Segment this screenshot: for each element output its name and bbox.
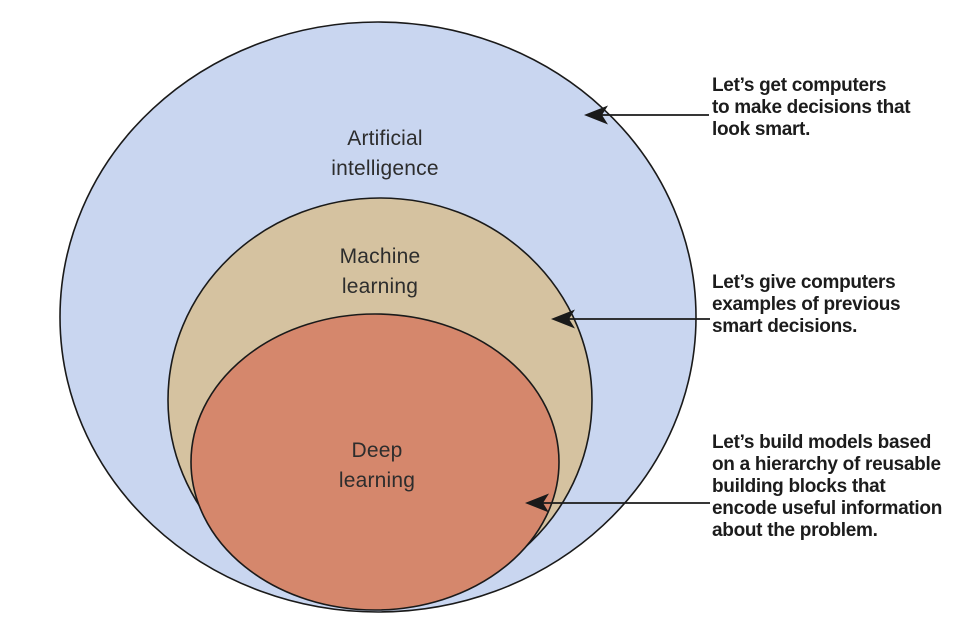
label-deep-learning: Deep learning: [338, 439, 416, 492]
annotation-deep-learning: Let’s build models based on a hierarchy …: [712, 432, 943, 541]
arrow-to-artificial-intelligence-icon: [584, 105, 709, 125]
arrow-to-deep-learning-icon: [525, 493, 710, 513]
label-artificial-intelligence: Artificial intelligence: [331, 127, 439, 180]
annotation-artificial-intelligence: Let’s get computers to make decisions th…: [712, 75, 911, 140]
label-machine-learning: Machine learning: [339, 245, 421, 298]
annotation-machine-learning: Let’s give computers examples of previou…: [712, 272, 901, 337]
arrow-to-machine-learning-icon: [551, 309, 710, 329]
circle-deep-learning: [190, 313, 560, 611]
